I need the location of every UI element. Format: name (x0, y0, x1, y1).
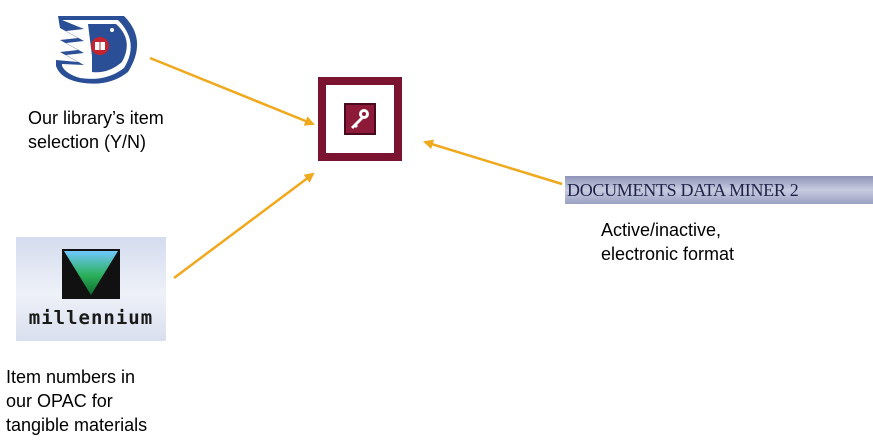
ddm-caption-line: Active/inactive, (601, 220, 722, 240)
key-glyph-icon (344, 103, 376, 135)
millennium-triangle-icon (62, 249, 120, 299)
millennium-wordmark: millennium (28, 307, 154, 329)
opac-caption-line: tangible materials (6, 415, 148, 435)
documents-data-miner-banner: Documents Data Miner 2 (565, 176, 873, 204)
opac-caption-line: Item numbers in (6, 367, 136, 387)
arrow-ddm-to-access (423, 139, 563, 186)
ddm-banner-text: Documents Data Miner 2 (567, 180, 799, 200)
access-key-icon (318, 77, 402, 161)
opac-caption: Item numbers in our OPAC for tangible ma… (6, 365, 147, 437)
fdlp-caption-line: Our library’s item (28, 108, 164, 128)
ddm-caption-line: electronic format (601, 244, 735, 264)
arrow-millennium-to-access (173, 172, 315, 280)
arrow-fdlp-to-access (149, 56, 315, 126)
fdlp-caption-line: selection (Y/N) (28, 132, 147, 152)
opac-caption-line: our OPAC for (6, 391, 113, 411)
fdlp-selection-caption: Our library’s item selection (Y/N) (28, 106, 164, 154)
eagle-book-emblem-icon (56, 16, 138, 84)
ddm-caption: Active/inactive, electronic format (601, 218, 734, 266)
millennium-triangle-logo: millennium (16, 237, 166, 341)
